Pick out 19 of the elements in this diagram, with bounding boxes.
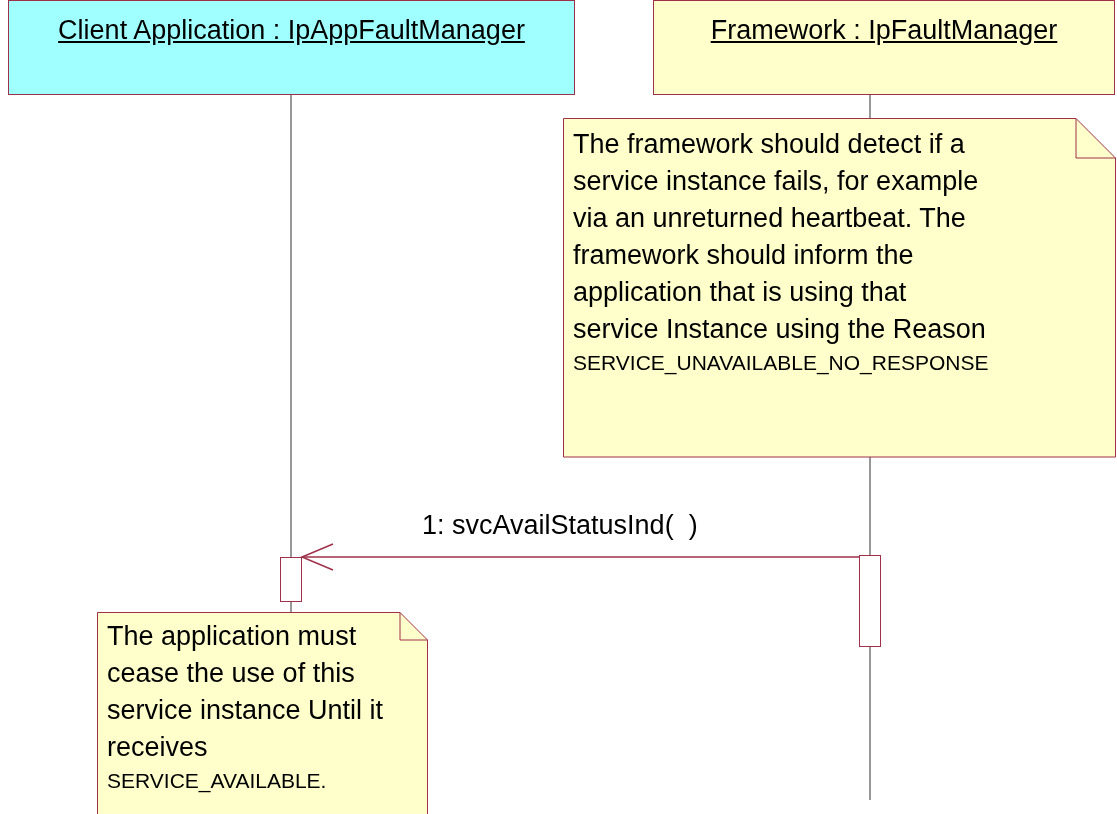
activation-bar [280, 557, 302, 602]
lifeline [290, 94, 292, 558]
participant-title: Client Application : IpAppFaultManager [57, 15, 526, 46]
activation-bar [859, 555, 881, 647]
note-code: SERVICE_AVAILABLE. [107, 768, 328, 795]
lifeline [869, 456, 871, 556]
lifeline [869, 94, 871, 119]
participant-box [653, 0, 1115, 95]
message-label: 1: svcAvailStatusInd( ) [422, 510, 698, 541]
note [97, 612, 428, 814]
lifeline [869, 646, 871, 801]
note-text: The application must cease the use of this service instance Until it receives [107, 620, 385, 764]
participant-box [8, 0, 575, 95]
note-code: SERVICE_UNAVAILABLE_NO_RESPONSE [573, 350, 990, 377]
lifeline [290, 601, 292, 613]
participant-title: Framework : IpFaultManager [709, 15, 1059, 46]
note [563, 118, 1116, 457]
message-arrow [301, 543, 860, 571]
note-text: The framework should detect if a service instance fails, for example via an unreturned heartbeat. The framework should inform the application that is using that service Instance using the Reason [573, 128, 987, 346]
